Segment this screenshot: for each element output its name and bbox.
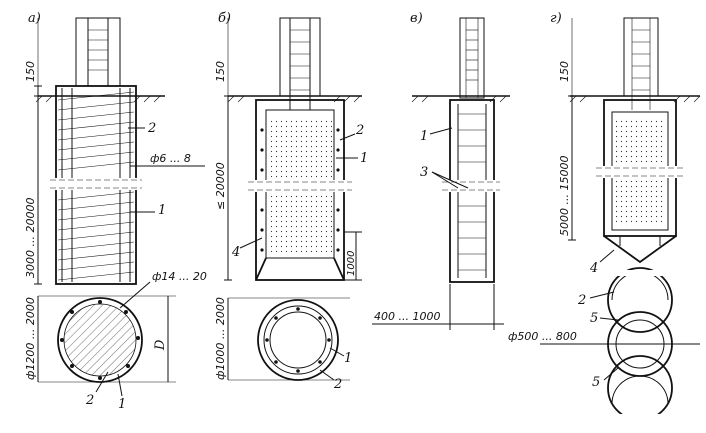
panel-a-bar-small: ф6 ... 8	[150, 152, 191, 165]
panel-g-dim-top: 150	[558, 61, 571, 82]
panel-v-column	[459, 17, 485, 99]
panel-a-callout-1: 1	[158, 203, 166, 218]
panel-b-dim-length: ≤ 20000	[214, 162, 227, 210]
panel-a-sec-2: 2	[85, 393, 94, 408]
panel-a-dim-length: 3000 ... 20000	[24, 198, 37, 278]
panel-g-callout-5a: 5	[590, 311, 598, 326]
panel-b: б) 150 ≤ 20000	[214, 11, 368, 392]
panel-g-callout-4: 4	[589, 261, 598, 276]
panel-a-callout-2: 2	[147, 121, 156, 136]
panel-b-sec-2: 2	[333, 377, 342, 392]
panel-v-letter: в)	[410, 11, 423, 26]
panel-v-dim-width: 400 ... 1000	[374, 310, 440, 323]
panel-g-dim-diam: ф500 ... 800	[508, 330, 577, 343]
panel-a-dim-top: 150	[24, 61, 37, 82]
panel-g-dim-upper: 5000 ... 15000	[558, 156, 571, 236]
panel-g-callout-5b: 5	[592, 375, 600, 390]
panel-a: а)	[24, 11, 207, 412]
panel-v: в) 1 3 400 ... 1000	[372, 11, 510, 330]
panel-g-tip	[603, 235, 677, 264]
panel-g-callout-2: 2	[577, 293, 586, 308]
panel-a-letter: а)	[28, 11, 41, 26]
panel-b-dim-top: 150	[214, 61, 227, 82]
panel-b-dim-section: ф1000 ... 2000	[214, 297, 227, 380]
panel-b-letter: б)	[218, 11, 231, 26]
panel-b-callout-2: 2	[355, 123, 364, 138]
panel-g-letter: г)	[550, 11, 562, 26]
panel-a-section	[57, 297, 143, 383]
panel-a-column	[75, 17, 121, 87]
panel-v-callout-1: 1	[420, 129, 428, 144]
panel-v-callout-3: 3	[420, 165, 428, 180]
panel-b-section	[257, 299, 339, 381]
panel-a-dim-D: D	[153, 339, 168, 351]
panel-a-spiral	[57, 91, 135, 281]
panel-b-dim-bottom: 1000	[346, 251, 357, 276]
panel-b-sec-1: 1	[344, 351, 352, 366]
panel-a-sec-1: 1	[118, 397, 126, 412]
panel-b-callout-4: 4	[231, 245, 240, 260]
panel-a-bar-main: ф14 ... 20	[152, 270, 207, 283]
panel-b-callout-1: 1	[360, 151, 368, 166]
panel-g: г) 150 5000 ... 15000 4	[508, 11, 701, 432]
panel-a-dim-section: ф1200 ... 2000	[24, 297, 37, 380]
